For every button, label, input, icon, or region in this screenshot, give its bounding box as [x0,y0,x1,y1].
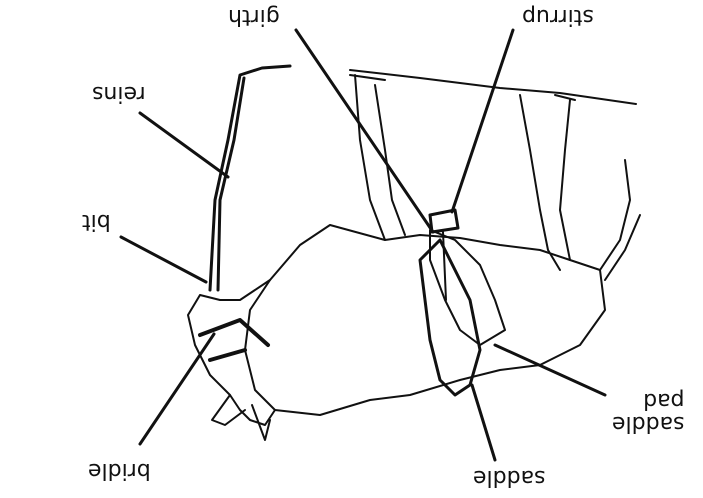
leader-line-reins [140,113,228,177]
label-bridle: bridle [88,459,151,482]
label-saddle: saddle [473,466,546,489]
front-leg [375,85,405,235]
saddle [420,240,480,395]
label-saddle-pad: saddle pad [612,389,685,435]
label-stirrup: stirrup [522,5,594,28]
leader-line-saddle-pad [495,345,605,395]
saddle-pad [430,230,505,345]
hind-leg [520,95,560,270]
leader-line-saddle [472,385,495,460]
leader-line-bit [121,237,206,282]
leader-line-stirrup [452,30,513,212]
hind-leg [560,100,570,260]
label-reins: reins [92,82,146,105]
leader-line-bridle [140,334,214,444]
reins [210,66,290,290]
stirrup-shape [430,210,458,232]
label-girth: girth [228,5,280,28]
front-leg [355,75,385,240]
tail [600,160,640,280]
label-bit: bit [82,210,111,233]
leader-line-girth [296,30,433,232]
